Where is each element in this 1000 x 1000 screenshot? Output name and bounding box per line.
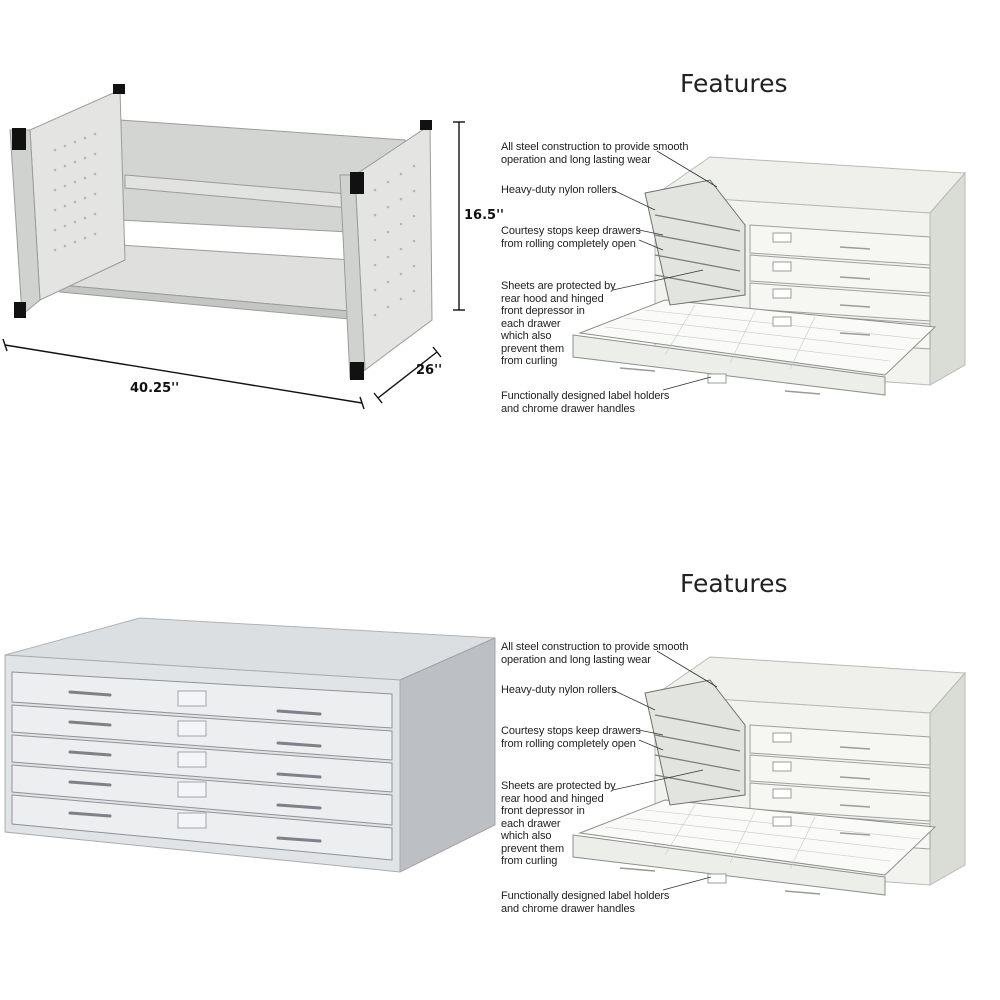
callout-label-holders: Functionally designed label holders and …: [501, 890, 670, 915]
callout-courtesy-stops: Courtesy stops keep drawers from rolling…: [501, 725, 641, 750]
base-stand-figure: 16.5'' 40.25'' 26'': [0, 80, 504, 420]
callout-steel-construction: All steel construction to provide smooth…: [501, 141, 689, 166]
feature-cabinet-drawing: [572, 650, 967, 896]
feature-cabinet-drawing: [572, 150, 967, 396]
features-title: Features: [680, 69, 788, 98]
flat-file-cabinet-figure: [0, 610, 500, 890]
width-dimension-label: 40.25'': [130, 381, 180, 396]
height-dimension-label: 16.5'': [464, 208, 505, 223]
callout-rear-hood: Sheets are protected by rear hood and hi…: [501, 780, 616, 867]
callout-label-holders: Functionally designed label holders and …: [501, 390, 670, 415]
features-panel-bottom: Features: [495, 565, 1000, 935]
features-title: Features: [680, 569, 788, 598]
features-panel-top: Features: [495, 65, 1000, 435]
callout-nylon-rollers: Heavy-duty nylon rollers: [501, 184, 617, 196]
callout-steel-construction: All steel construction to provide smooth…: [501, 641, 689, 666]
flat-file-cabinet-drawing: [4, 617, 496, 873]
callout-rear-hood: Sheets are protected by rear hood and hi…: [501, 280, 616, 367]
callout-courtesy-stops: Courtesy stops keep drawers from rolling…: [501, 225, 641, 250]
depth-dimension-label: 26'': [416, 363, 443, 378]
base-stand-drawing: [2, 84, 465, 410]
callout-nylon-rollers: Heavy-duty nylon rollers: [501, 684, 617, 696]
